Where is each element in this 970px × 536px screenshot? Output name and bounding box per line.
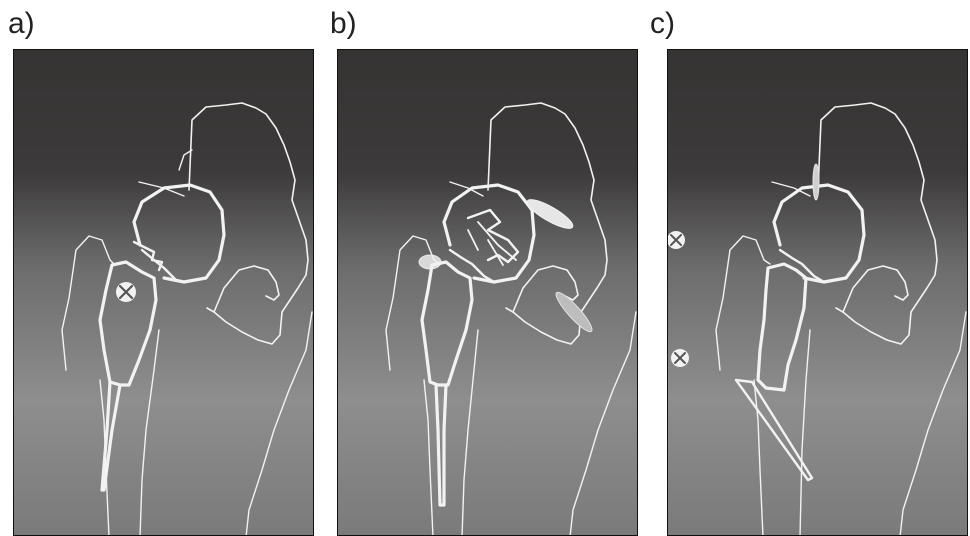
panel-b-drawing — [338, 50, 638, 536]
panel-a — [13, 49, 314, 536]
x-marker-icon — [671, 349, 689, 367]
vertical-pin — [813, 164, 819, 200]
panel-c-label: c) — [650, 4, 675, 44]
panel-b-label: b) — [330, 4, 357, 44]
panel-c — [667, 49, 968, 536]
panel-a-drawing — [14, 50, 314, 536]
xray-background — [14, 50, 314, 536]
x-marker-icon — [116, 282, 136, 302]
panel-b — [337, 49, 638, 536]
panel-a-label: a) — [8, 4, 35, 44]
panel-c-drawing — [668, 50, 968, 536]
